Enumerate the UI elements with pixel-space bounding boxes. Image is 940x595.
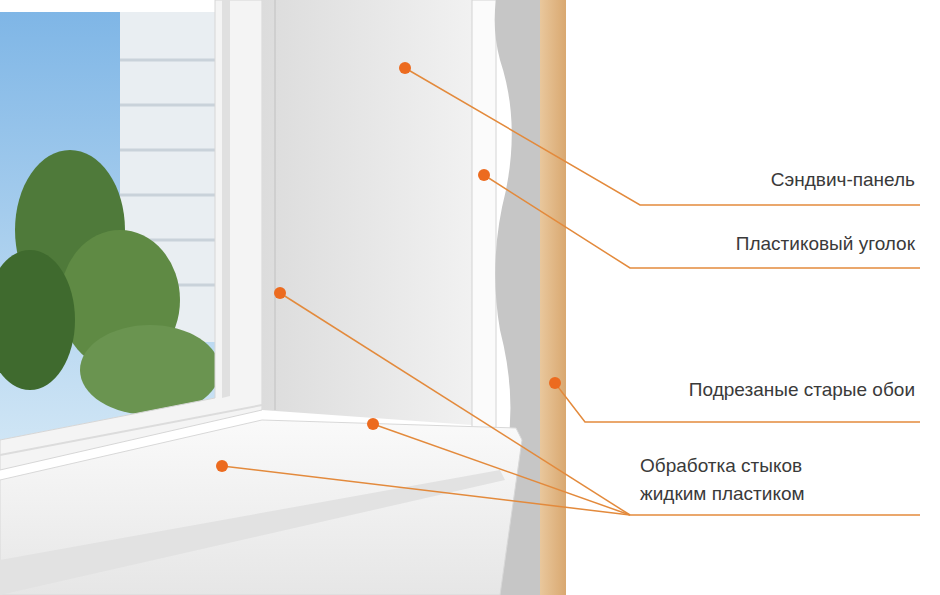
leader-lines (222, 68, 920, 515)
sill-front (0, 470, 505, 595)
plastic-corner (472, 0, 496, 430)
sandwich-panel (262, 0, 472, 425)
part-label: Подрезаные старые обои (689, 376, 915, 404)
part-label: Обработка стыков жидким пластиком (640, 452, 840, 508)
part-label: Пластиковый уголок (736, 230, 915, 258)
frame-shadow (222, 0, 230, 398)
part-label: Сэндвич-панель (771, 166, 915, 194)
callout-dots (216, 62, 561, 472)
tree (0, 150, 220, 415)
window-frame (0, 0, 262, 470)
window-sill (0, 420, 522, 595)
